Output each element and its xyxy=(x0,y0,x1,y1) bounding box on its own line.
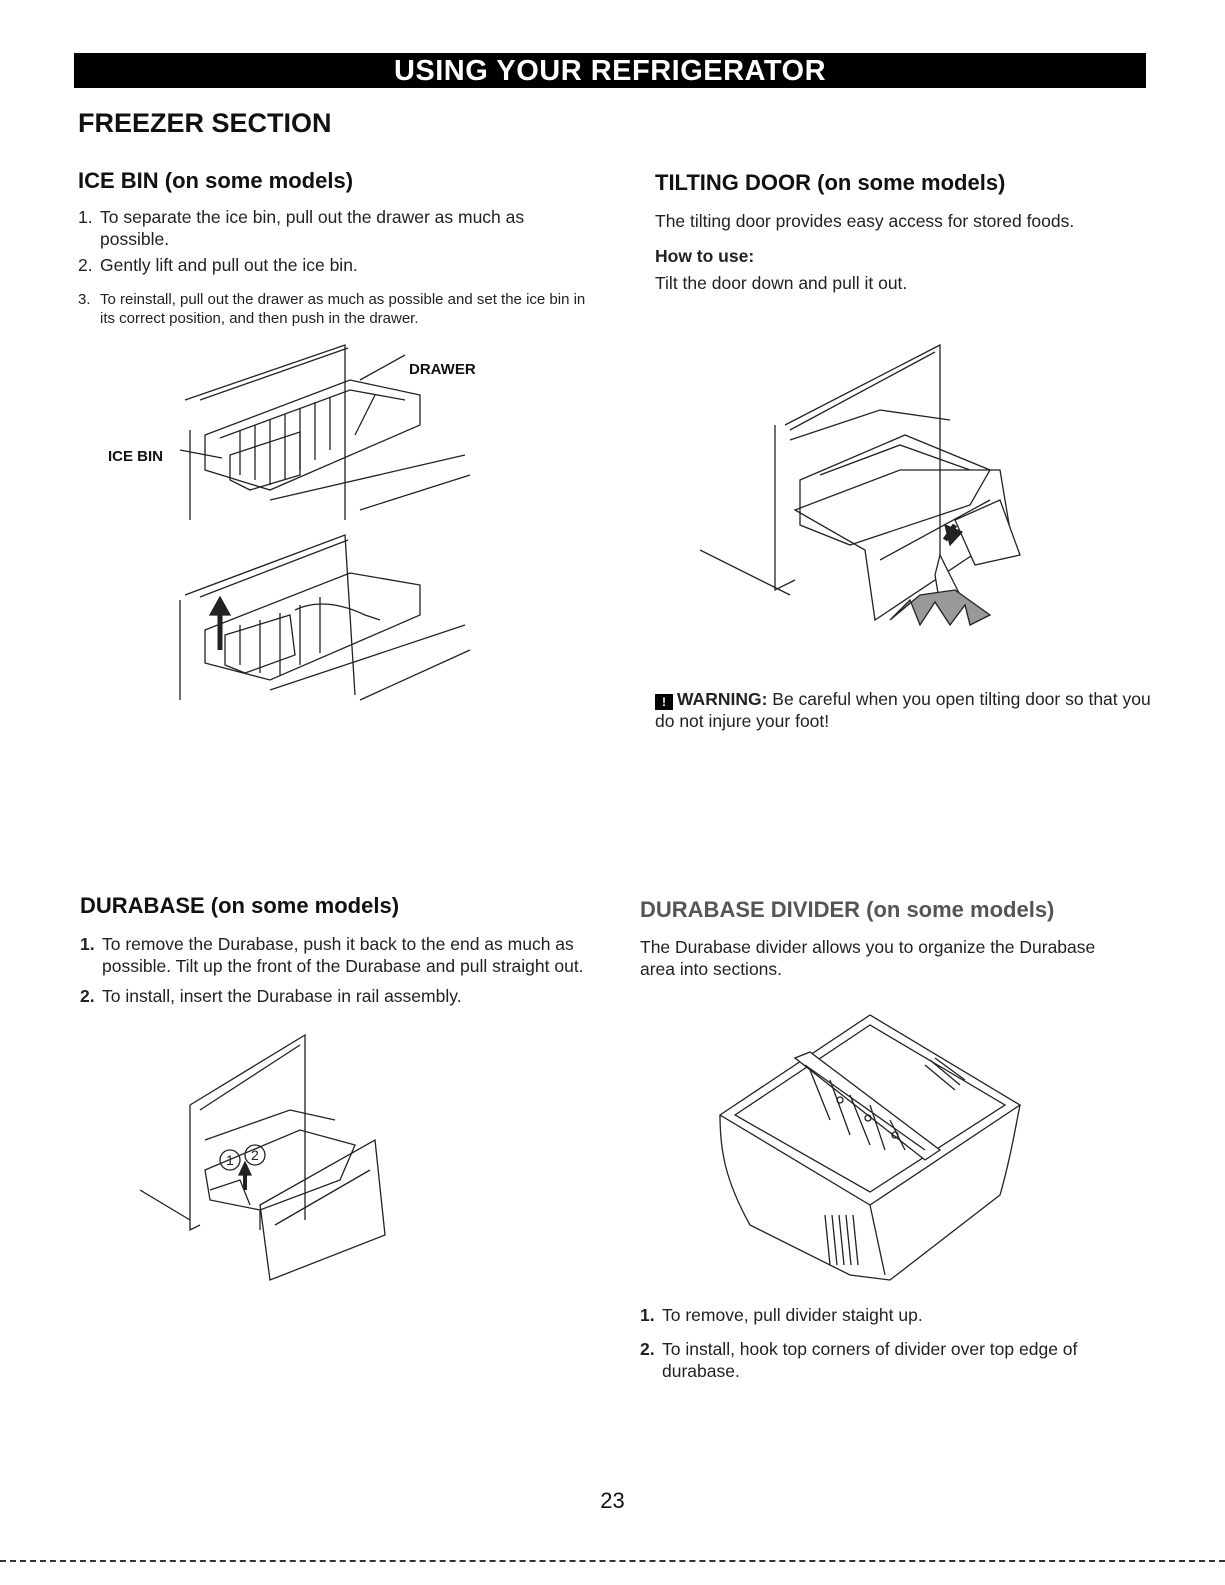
divider-heading: DURABASE DIVIDER (on some models) xyxy=(640,897,1055,922)
ice-bin-label: ICE BIN xyxy=(108,448,164,465)
callout-2: 2 xyxy=(251,1147,259,1163)
warning-text: !WARNING: Be careful when you open tilti… xyxy=(655,689,1151,731)
list-item: 3.To reinstall, pull out the drawer as m… xyxy=(78,291,586,327)
list-item: 2.To install, insert the Durabase in rai… xyxy=(80,986,462,1006)
ice-bin-heading: ICE BIN (on some models) xyxy=(78,168,354,193)
ice-bin-steps-cont: 3.To reinstall, pull out the drawer as m… xyxy=(78,290,598,332)
list-item: 2.To install, hook top corners of divide… xyxy=(640,1339,1078,1381)
tilting-door-illustration xyxy=(700,343,1021,627)
durabase-illustration: 1 2 xyxy=(140,1033,386,1281)
ice-bin-steps: 1.To separate the ice bin, pull out the … xyxy=(78,206,598,280)
durabase-steps: 1.To remove the Durabase, push it back t… xyxy=(80,933,600,1011)
how-to-use-text: Tilt the door down and pull it out. xyxy=(655,273,908,293)
durabase-heading: DURABASE (on some models) xyxy=(80,893,400,918)
footer-divider xyxy=(0,1560,1225,1562)
divider-bin-illustration xyxy=(718,1014,1022,1281)
ice-bin-drawer-illustration xyxy=(179,344,471,520)
tilting-door-intro: The tilting door provides easy access fo… xyxy=(655,211,1075,231)
page-banner: USING YOUR REFRIGERATOR xyxy=(74,53,1146,88)
divider-intro: The Durabase divider allows you to organ… xyxy=(640,937,1096,979)
list-item: 1.To separate the ice bin, pull out the … xyxy=(78,207,525,249)
list-item: 1.To remove the Durabase, push it back t… xyxy=(80,934,584,976)
how-to-use-label: How to use: xyxy=(655,246,755,266)
divider-steps: 1.To remove, pull divider staight up. 2.… xyxy=(640,1304,1140,1386)
list-item: 2.Gently lift and pull out the ice bin. xyxy=(78,255,358,275)
drawer-label: DRAWER xyxy=(409,361,476,378)
callout-1: 1 xyxy=(226,1152,234,1168)
section-title: FREEZER SECTION xyxy=(78,108,332,138)
ice-bin-lift-illustration xyxy=(179,534,471,701)
tilting-door-heading: TILTING DOOR (on some models) xyxy=(655,170,1006,195)
page-number: 23 xyxy=(600,1488,625,1513)
list-item: 1.To remove, pull divider staight up. xyxy=(640,1305,923,1325)
warning-icon: ! xyxy=(655,694,673,710)
